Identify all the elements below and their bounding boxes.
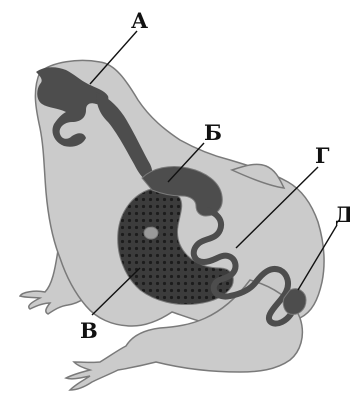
label-a: А [131, 8, 148, 33]
label-g: Г [315, 143, 330, 168]
gall-bladder [144, 227, 158, 239]
label-v: В [80, 318, 98, 343]
label-d: Д [335, 202, 350, 227]
label-b: Б [204, 120, 222, 145]
